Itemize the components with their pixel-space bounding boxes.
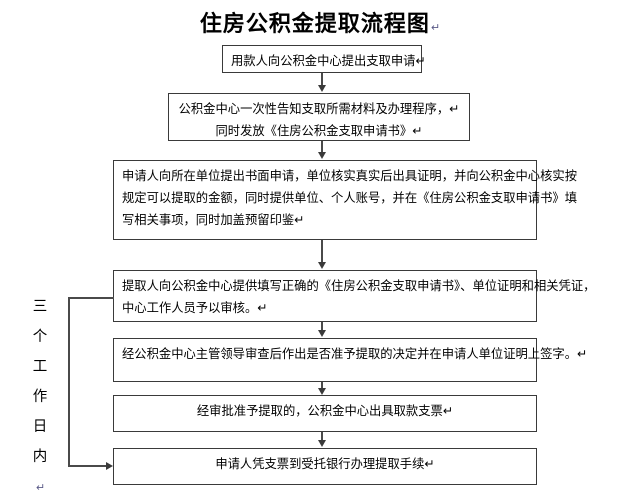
flow-node-step-2[interactable]: 公积金中心一次性告知支取所需材料及办理程序，↵ 同时发放《住房公积金支取申请书》… xyxy=(168,93,470,141)
connector-step6-step7 xyxy=(321,432,323,441)
flow-node-step-1[interactable]: 用款人向公积金中心提出支取申请↵ xyxy=(222,45,426,73)
flow-node-line: 公积金中心一次性告知支取所需材料及办理程序，↵ xyxy=(178,102,460,116)
flow-node-line: 规定可以提取的金额，同时提供单位、个人账号，并在《住房公积金支取申请书》填 xyxy=(122,191,577,205)
connector-step2-step3 xyxy=(321,141,323,153)
side-label-char: 工 xyxy=(32,359,48,375)
connector-step4-step5 xyxy=(321,322,323,331)
connector-step3-step4 xyxy=(321,240,323,263)
connector-step1-step2 xyxy=(321,73,323,86)
side-label-char: 个 xyxy=(32,329,48,345)
flow-node-line: 提取人向公积金中心提供填写正确的《住房公积金支取申请书》、单位证明和相关凭证， xyxy=(122,279,596,293)
connector-arrowhead-icon xyxy=(317,330,326,337)
flow-node-step-3[interactable]: 申请人向所在单位提出书面申请，单位核实真实后出具证明，并向公积金中心核实按 规定… xyxy=(113,160,577,240)
flow-node-step-6[interactable]: 经审批准予提取的，公积金中心出具取款支票↵ xyxy=(113,395,537,432)
connector-arrowhead-icon xyxy=(317,388,326,395)
flow-node-line: 写相关事项，同时加盖预留印鉴↵ xyxy=(122,213,305,227)
page-title: 住房公积金提取流程图↵ xyxy=(0,6,641,38)
connector-arrowhead-icon xyxy=(317,262,326,269)
side-label-char: 日 xyxy=(32,419,48,435)
side-label-char: 三 xyxy=(32,299,48,315)
flow-node-line: 经公积金中心主管领导审查后作出是否准予提取的决定并在申请人单位证明上签字。↵ xyxy=(122,347,588,361)
flow-node-step-7[interactable]: 申请人凭支票到受托银行办理提取手续↵ xyxy=(113,448,537,485)
bracket-top-segment xyxy=(68,297,114,299)
flow-node-line: 中心工作人员予以审核。↵ xyxy=(122,301,268,315)
flow-node-step-4[interactable]: 提取人向公积金中心提供填写正确的《住房公积金支取申请书》、单位证明和相关凭证， … xyxy=(113,270,596,322)
connector-arrowhead-icon xyxy=(317,85,326,92)
connector-arrowhead-icon xyxy=(317,440,326,447)
flow-node-line: 同时发放《住房公积金支取申请书》↵ xyxy=(215,124,423,138)
flow-node-step-5[interactable]: 经公积金中心主管领导审查后作出是否准予提取的决定并在申请人单位证明上签字。↵ xyxy=(113,338,588,382)
side-label-char: 作 xyxy=(32,389,48,405)
side-label-char: 内 xyxy=(32,449,48,465)
connector-step5-step6 xyxy=(321,382,323,389)
side-label-three-working-days: 三 个 工 作 日 内↵ xyxy=(28,292,52,500)
bracket-bottom-segment xyxy=(68,465,107,467)
flow-node-line: 申请人凭支票到受托银行办理提取手续↵ xyxy=(215,457,435,471)
bracket-vertical-segment xyxy=(68,297,70,466)
side-label-char-last: 内↵ xyxy=(28,442,52,500)
flow-node-line: 用款人向公积金中心提出支取申请↵ xyxy=(231,54,426,68)
bracket-arrowhead-icon xyxy=(106,461,113,470)
flow-node-line: 经审批准予提取的，公积金中心出具取款支票↵ xyxy=(196,404,454,418)
connector-arrowhead-icon xyxy=(317,152,326,159)
paragraph-mark-icon: ↵ xyxy=(430,21,442,34)
paragraph-mark-icon: ↵ xyxy=(35,481,46,494)
flow-node-line: 申请人向所在单位提出书面申请，单位核实真实后出具证明，并向公积金中心核实按 xyxy=(122,169,577,183)
page-title-text: 住房公积金提取流程图 xyxy=(199,12,430,37)
